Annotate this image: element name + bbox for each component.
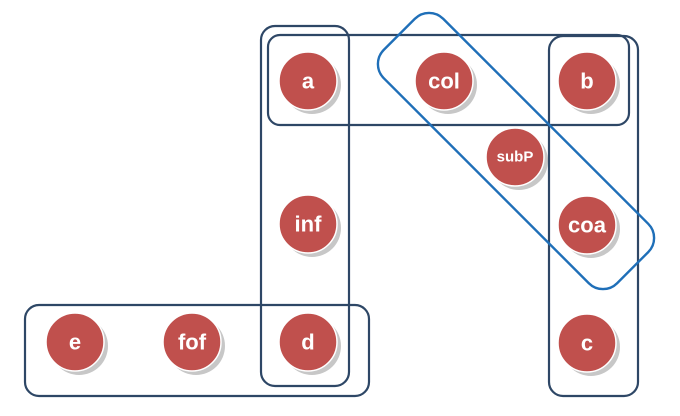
node-subP: subP [485,127,548,190]
node-label: c [581,331,593,356]
node-label: a [302,69,315,94]
node-col: col [414,51,477,114]
node-d: d [278,312,341,375]
node-label: col [428,69,460,94]
group-b-coa-c [547,34,640,398]
group-col-subP-coa [376,11,656,291]
group-boxes [23,11,656,398]
node-label: inf [295,212,323,237]
node-inf: inf [278,194,341,257]
node-label: fof [178,330,207,355]
node-coa: coa [557,195,620,258]
node-label: e [69,330,81,355]
node-b: b [557,51,620,114]
node-label: subP [497,149,534,166]
node-fof: fof [162,312,225,375]
node-e: e [45,312,108,375]
node-a: a [278,51,341,114]
node-label: b [580,69,593,94]
node-c: c [557,313,620,376]
node-label: coa [568,213,607,238]
group-a-inf-d [259,24,351,388]
group-e-fof-d [23,303,371,398]
node-label: d [301,330,314,355]
group-a-col-b [266,33,631,127]
nodes: a col b subP inf coa [45,51,620,376]
